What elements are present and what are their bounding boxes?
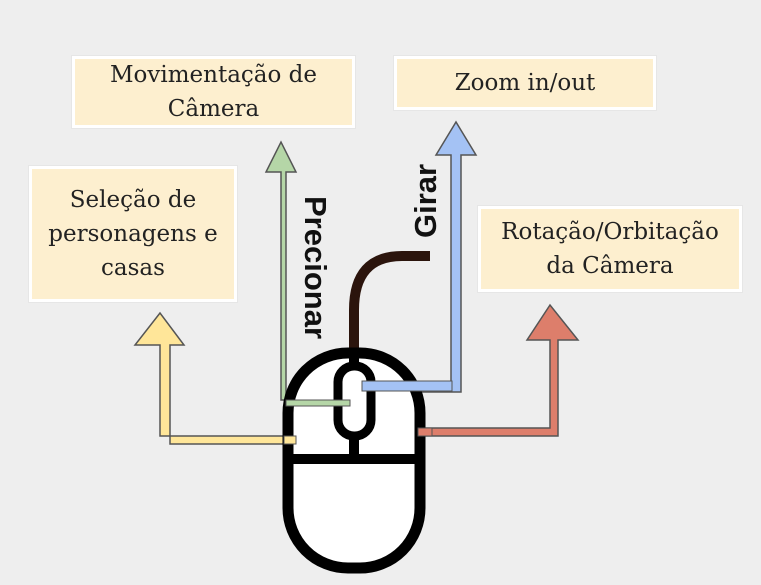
selection-box: Seleção de personagens e casas (29, 166, 237, 302)
selection-line-1: Seleção de (69, 187, 197, 213)
zoom-box: Zoom in/out (394, 56, 656, 110)
green-arrow-tail (285, 399, 351, 407)
camera-move-line-1: Movimentação de (109, 62, 318, 88)
yellow-arrow (133, 311, 297, 445)
yellow-arrow-tail (283, 435, 297, 445)
zoom-line-1: Zoom in/out (454, 70, 596, 96)
selection-line-3: casas (101, 255, 165, 281)
rotation-line-1: Rotação/Orbitação (501, 219, 719, 245)
blue-arrow-tail (361, 380, 453, 392)
scroll-label: Girar (408, 163, 443, 238)
red-arrow-tail (417, 427, 433, 437)
press-label: Precionar (298, 196, 333, 340)
red-arrow (417, 303, 580, 437)
rotation-line-2: da Câmera (546, 253, 674, 279)
camera-move-box: Movimentação de Câmera (72, 56, 355, 128)
rotation-box: Rotação/Orbitação da Câmera (478, 206, 742, 292)
selection-line-2: personagens e (48, 221, 218, 247)
camera-move-line-2: Câmera (167, 96, 260, 122)
mouse-cable (349, 251, 430, 360)
